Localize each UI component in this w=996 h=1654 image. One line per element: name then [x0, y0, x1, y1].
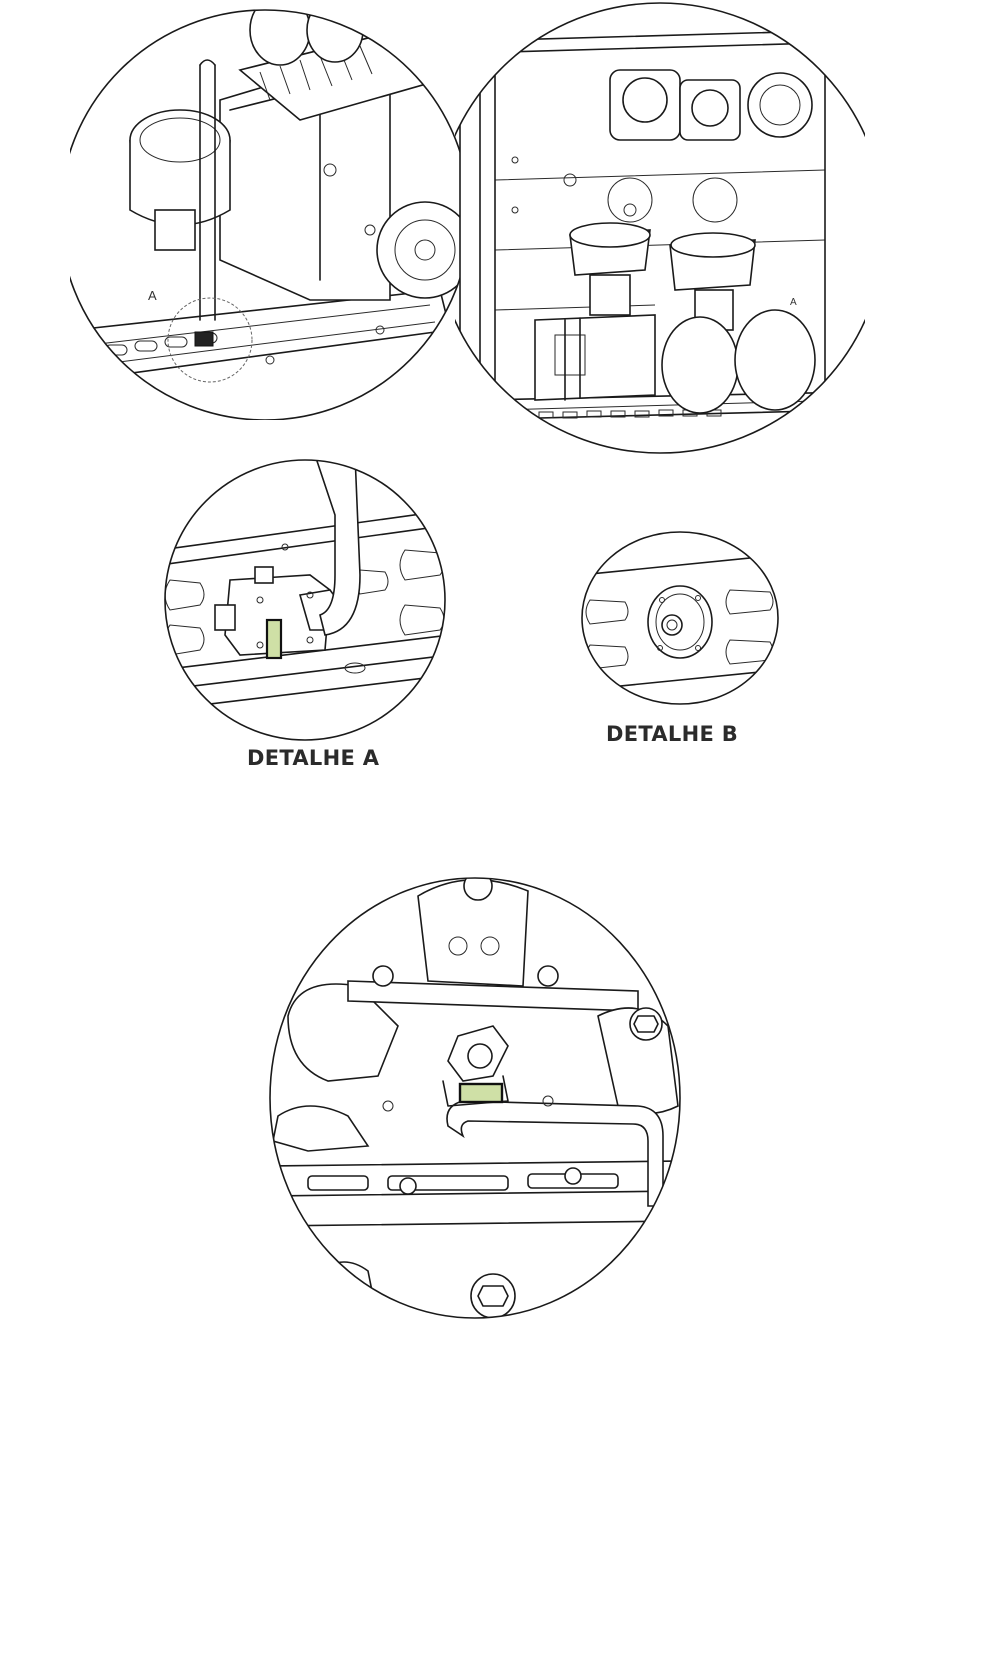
detail-a-view: [160, 455, 450, 745]
overview-left-circle: A: [70, 0, 460, 420]
bottom-detail-circle: [268, 876, 683, 1320]
detail-a-caption: DETALHE A: [247, 746, 380, 770]
overview-right-circle: A: [455, 0, 865, 460]
highlight-marker-a: [265, 618, 283, 660]
detail-b-caption: DETALHE B: [606, 722, 739, 746]
detail-b-view: [580, 530, 780, 710]
callout-a-label-right: A: [790, 297, 797, 308]
callout-a-label: A: [148, 288, 157, 303]
highlight-marker-bottom: [458, 1082, 504, 1104]
